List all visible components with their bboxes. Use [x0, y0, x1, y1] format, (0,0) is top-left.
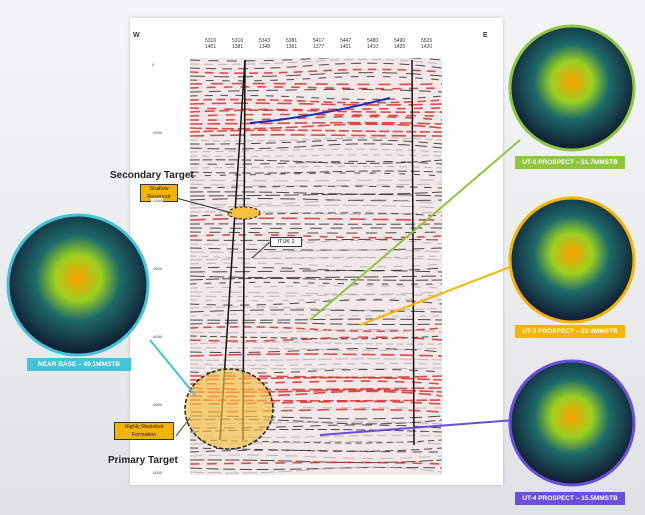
primary-target-title: Primary Target [108, 455, 178, 466]
ut3-map [510, 198, 634, 322]
near-base-label: NEAR BASE – 49.1MMSTB [27, 358, 131, 371]
depth-tick: -3000 [151, 266, 163, 271]
depth-tick: -4000 [151, 334, 163, 339]
highly-resistive-box: Highly Resistive Formation [114, 422, 174, 440]
depth-tick: -1000 [151, 130, 163, 135]
ut2-label: UT-2 PROSPECT – 51.7MMSTB [515, 156, 625, 169]
depth-tick: -2000 [151, 198, 163, 203]
near-base-map [8, 215, 148, 355]
well-label: ITUK 2 [270, 237, 302, 247]
depth-tick: 0 [151, 62, 155, 67]
ut4-map [510, 361, 634, 485]
secondary-target-title: Secondary Target [110, 170, 194, 181]
ut4-label: UT-4 PROSPECT – 15.5MMSTB [515, 492, 625, 505]
depth-tick: -5000 [151, 402, 163, 407]
depth-tick: -6000 [151, 470, 163, 475]
ut3-label: UT-3 PROSPECT – 22.4MMSTB [515, 325, 625, 338]
ut2-map [510, 26, 634, 150]
